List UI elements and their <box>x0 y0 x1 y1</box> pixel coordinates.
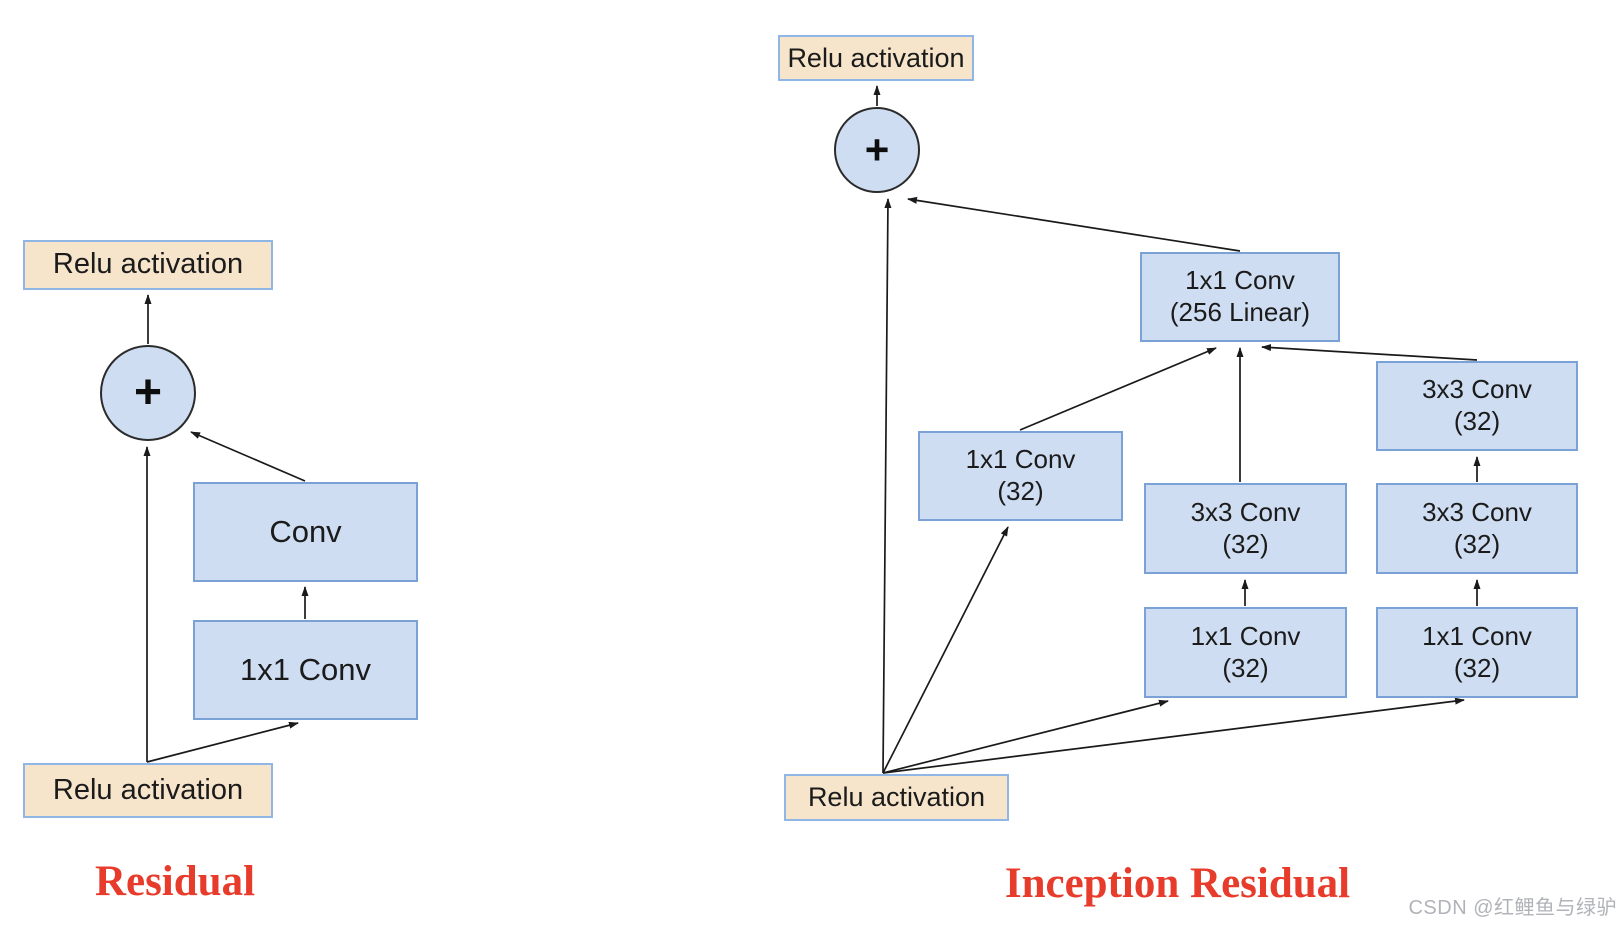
csdn-watermark: CSDN @红鲤鱼与绿驴 <box>1408 897 1617 919</box>
right-arrow-256linear-to-plus <box>907 196 1241 252</box>
left-plus-circle: + <box>100 345 196 441</box>
right-1x1-conv-32-left-box: 1x1 Conv (32) <box>918 431 1123 521</box>
left-arrow-relu-to-1x1conv <box>146 721 299 763</box>
left-conv-box: Conv <box>193 482 418 582</box>
right-1x1-conv-32-right-box: 1x1 Conv (32) <box>1376 607 1578 698</box>
right-arrow-relu-to-1x1right <box>882 697 1465 774</box>
right-diagram-title: Inception Residual <box>1004 860 1351 907</box>
right-1x1-conv-256-linear-box: 1x1 Conv (256 Linear) <box>1140 252 1340 342</box>
left-1x1-conv-box: 1x1 Conv <box>193 620 418 720</box>
left-relu-activation-bottom-box: Relu activation <box>23 763 273 818</box>
left-relu-activation-top-box: Relu activation <box>23 240 273 290</box>
right-3x3-conv-32-right-box: 3x3 Conv (32) <box>1376 483 1578 574</box>
right-3x3-conv-32-middle-box: 3x3 Conv (32) <box>1144 483 1347 574</box>
right-3x3-conv-32-top-right-box: 3x3 Conv (32) <box>1376 361 1578 451</box>
right-arrow-skip-connection <box>882 198 892 774</box>
right-arrow-relu-to-1x1left <box>882 526 1009 774</box>
right-arrow-relu-to-1x1mid <box>882 699 1169 774</box>
left-diagram-title: Residual <box>94 858 256 905</box>
right-plus-circle: + <box>834 107 920 193</box>
right-arrow-1x1left-to-256linear <box>1019 347 1217 431</box>
right-arrow-3x3topright-to-256linear <box>1261 344 1478 361</box>
left-arrow-conv-to-plus <box>190 431 306 482</box>
right-1x1-conv-32-middle-box: 1x1 Conv (32) <box>1144 607 1347 698</box>
right-relu-activation-top-box: Relu activation <box>778 35 974 81</box>
right-relu-activation-bottom-box: Relu activation <box>784 774 1009 821</box>
